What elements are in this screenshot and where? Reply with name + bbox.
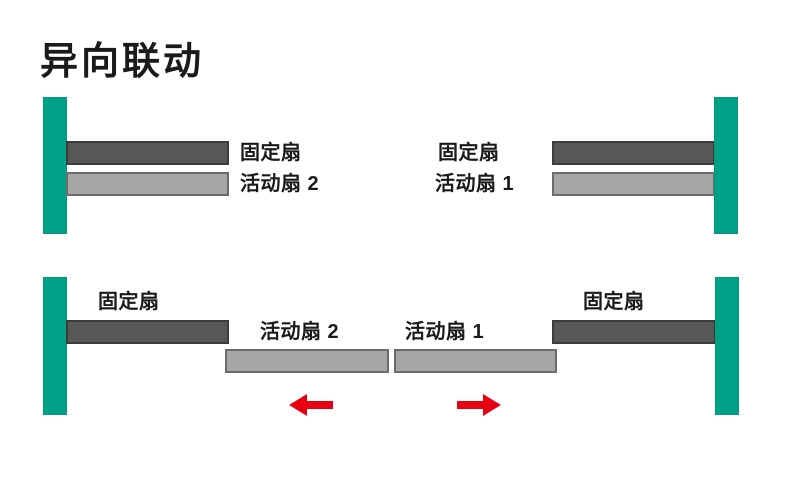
- door-frame-jamb-bottom-left: [43, 277, 67, 415]
- movable-panel-label-bottom-left: 活动扇 2: [260, 321, 340, 343]
- fixed-panel-bar-bottom-right: [552, 320, 716, 344]
- fixed-panel-label-bottom-left: 固定扇: [98, 291, 160, 313]
- movable-panel-label-bottom-right: 活动扇 1: [405, 321, 485, 343]
- door-frame-jamb-top-left: [43, 97, 67, 234]
- movable-panel-bar-top-left: [66, 172, 229, 196]
- movable-panel-bar-bottom-left: [225, 349, 389, 373]
- fixed-panel-bar-bottom-left: [66, 320, 229, 344]
- fixed-panel-bar-top-left: [66, 141, 229, 165]
- diagram-title: 异向联动: [40, 41, 205, 83]
- fixed-panel-label-bottom-right: 固定扇: [583, 291, 645, 313]
- arrow-right-icon: [457, 394, 501, 416]
- fixed-panel-label-top-right: 固定扇: [438, 142, 500, 164]
- movable-panel-label-top-left: 活动扇 2: [240, 173, 320, 195]
- arrow-left-icon: [289, 394, 333, 416]
- movable-panel-bar-top-right: [552, 172, 715, 196]
- door-frame-jamb-bottom-right: [715, 277, 739, 415]
- movable-panel-label-top-right: 活动扇 1: [435, 173, 515, 195]
- fixed-panel-bar-top-right: [552, 141, 715, 165]
- fixed-panel-label-top-left: 固定扇: [240, 142, 302, 164]
- movable-panel-bar-bottom-right: [394, 349, 557, 373]
- door-frame-jamb-top-right: [714, 97, 738, 234]
